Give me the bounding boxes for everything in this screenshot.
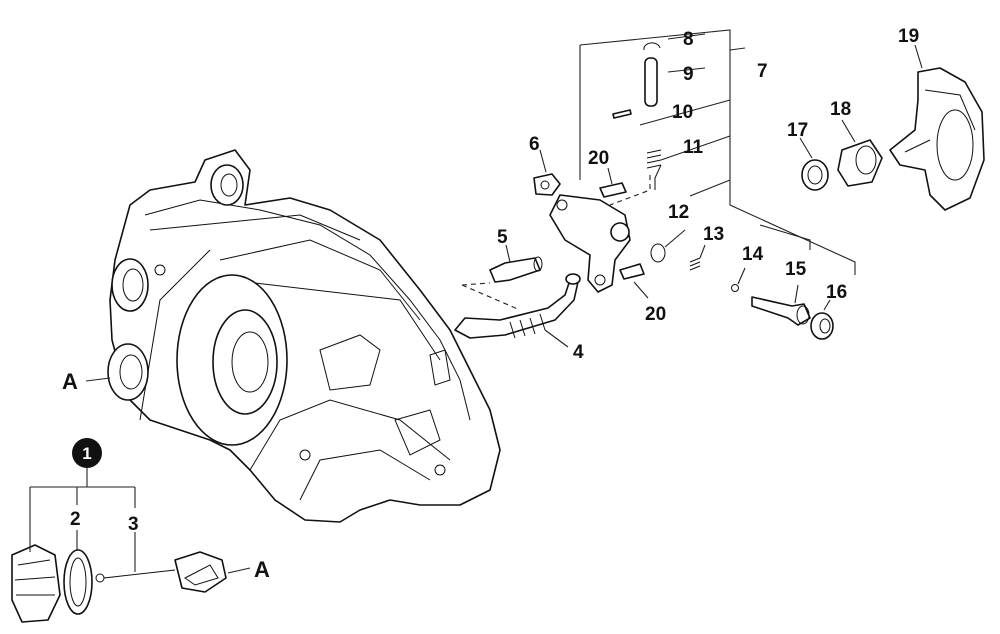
- ball-part-14: [731, 284, 739, 292]
- callout-a-left: A: [62, 369, 78, 394]
- callout-19: 19: [898, 26, 919, 47]
- callout-12: 12: [668, 202, 689, 223]
- screw-20-upper: [599, 182, 627, 198]
- callout-2: 2: [70, 509, 81, 530]
- callout-5: 5: [497, 227, 508, 248]
- pin-part-10: [612, 109, 632, 119]
- callout-13: 13: [703, 224, 724, 245]
- cover-part-19: [889, 67, 985, 211]
- leader-lines: [29, 29, 923, 574]
- callout-7: 7: [757, 61, 768, 82]
- oil-line-part-4: [454, 273, 581, 339]
- callout-15: 15: [785, 259, 807, 280]
- callout-16: 16: [826, 282, 847, 303]
- valve-part-15: [751, 296, 811, 326]
- kit-badge: 1: [72, 438, 102, 468]
- seal-ring-part-17: [801, 159, 829, 191]
- callout-14: 14: [742, 244, 764, 265]
- callout-11: 11: [683, 137, 704, 158]
- spring-part-13: [689, 257, 701, 271]
- filler-plug-part-2-housing: [11, 544, 61, 623]
- callout-18: 18: [830, 99, 851, 120]
- callout-3: 3: [128, 514, 139, 535]
- callout-10: 10: [672, 102, 693, 123]
- callout-1: 1: [82, 444, 91, 463]
- shaft-part-9: [644, 57, 658, 107]
- callout-labels: 8 9 7 10 11 6 20 12 13 5 14 15 16 20 4 1…: [62, 26, 919, 582]
- callout-8: 8: [683, 29, 694, 50]
- o-ring-part-12: [650, 243, 666, 263]
- bushing-part-18: [837, 139, 883, 187]
- screw-20-lower: [619, 263, 645, 280]
- callout-9: 9: [683, 64, 694, 85]
- pin-part-8: [643, 42, 661, 51]
- oil-nozzle-part-5: [489, 256, 543, 283]
- pump-banjo-part-6: [533, 173, 561, 196]
- callout-17: 17: [787, 120, 808, 141]
- spring-part-11: [646, 149, 662, 169]
- callout-6: 6: [529, 134, 540, 155]
- callout-a-bottom: A: [254, 557, 270, 582]
- oil-pump-body: [549, 194, 631, 293]
- callout-20-upper: 20: [588, 148, 609, 169]
- callout-20-lower: 20: [645, 304, 666, 325]
- dipstick-part-3: [95, 551, 227, 593]
- callout-4: 4: [573, 342, 584, 363]
- o-ring-part-2: [63, 549, 93, 615]
- plug-part-16: [810, 312, 834, 340]
- crankcase-housing: [107, 149, 501, 523]
